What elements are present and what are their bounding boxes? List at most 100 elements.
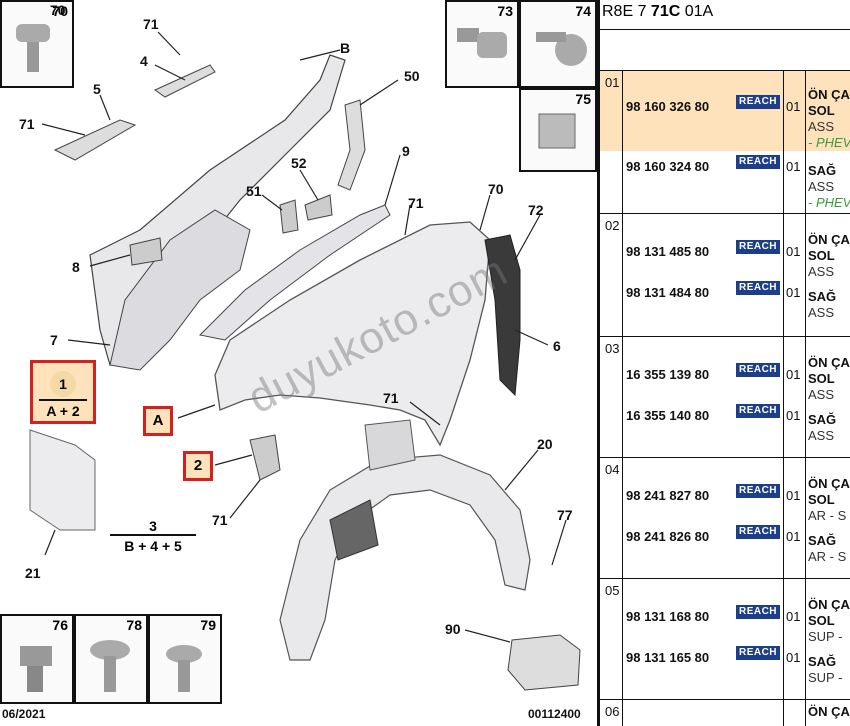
part-row[interactable]: 98 241 827 80 REACH 01 ÖN ÇA SOL AR - S (600, 476, 850, 523)
callout-9: 9 (402, 143, 410, 159)
col-sep (783, 337, 784, 457)
desc-note: - PHEV (808, 135, 850, 150)
apron-lower (109, 209, 251, 371)
desc-line-3: ASS (808, 179, 835, 194)
desc-line-3: ASS (808, 119, 835, 134)
thumb-75: 75 (519, 88, 597, 172)
col-sep (805, 71, 806, 213)
callout-5: 5 (93, 81, 101, 97)
desc-side: SOL (808, 371, 835, 386)
assembly-3-formula: B + 4 + 5 (110, 534, 196, 554)
col-sep (783, 458, 784, 578)
part-number: 98 131 484 80 (626, 285, 710, 300)
group-01[interactable]: 01 98 160 326 80 REACH 01 ÖN ÇA SOL ASS … (600, 71, 850, 214)
part-row[interactable]: 16 355 139 80 REACH 01 ÖN ÇA SOL ASS (600, 355, 850, 402)
reach-badge: REACH (736, 155, 780, 169)
group-02[interactable]: 02 98 131 485 80 REACH 01 ÖN ÇA SOL ASS … (600, 214, 850, 337)
bracket-4 (153, 64, 216, 98)
thumb-70: 70 (0, 0, 74, 88)
plate-21 (29, 429, 96, 531)
assembly-1-box[interactable]: 1 A + 2 (30, 360, 96, 424)
part-row[interactable]: 98 131 484 80 REACH 01 SAĞ ASS (600, 277, 850, 320)
reach-badge: REACH (736, 525, 780, 539)
desc-line-3: AR - S (808, 508, 847, 523)
col-sep (783, 214, 784, 336)
quantity: 01 (786, 488, 801, 503)
col-sep (805, 214, 806, 336)
desc-line-1: ÖN ÇA (808, 232, 850, 247)
desc-line-1: ÖN ÇA (808, 87, 850, 102)
desc-side: SAĞ (808, 163, 837, 178)
group-number: 06 (605, 704, 620, 719)
desc-line-3: ASS (808, 305, 835, 320)
desc-side: SAĞ (808, 533, 837, 548)
group-number: 04 (605, 462, 620, 477)
part-row[interactable]: ÖN ÇA (600, 704, 850, 726)
group-05[interactable]: 05 98 131 168 80 REACH 01 ÖN ÇA SOL SUP … (600, 579, 850, 700)
callout-20: 20 (537, 436, 553, 452)
quantity: 01 (786, 650, 801, 665)
desc-note: - PHEV (808, 195, 850, 210)
part-row[interactable]: 98 131 165 80 REACH 01 SAĞ SUP - (600, 642, 850, 685)
hinge-50 (337, 99, 366, 191)
thumb-73: 73 (445, 0, 519, 88)
screw-70-icon (16, 24, 50, 72)
quantity: 01 (786, 99, 801, 114)
callout-70-b: 70 (488, 181, 504, 197)
clip-75-icon (538, 113, 576, 149)
reach-badge: REACH (736, 605, 780, 619)
thumb-74: 74 (519, 0, 597, 88)
part-number: 98 160 326 80 (626, 99, 710, 114)
callout-77: 77 (557, 507, 573, 523)
group-04[interactable]: 04 98 241 827 80 REACH 01 ÖN ÇA SOL AR -… (600, 458, 850, 579)
callout-71-c: 71 (383, 390, 399, 406)
thumb-76-number: 76 (52, 617, 68, 633)
part-row[interactable]: 98 131 168 80 REACH 01 ÖN ÇA SOL SUP - (600, 597, 850, 644)
col-sep (622, 71, 623, 213)
panel-divider (597, 0, 600, 726)
callout-8: 8 (72, 259, 80, 275)
col-sep (805, 458, 806, 578)
liner-pad (329, 499, 379, 561)
reach-badge: REACH (736, 363, 780, 377)
screw-74-icon (536, 32, 587, 66)
reach-badge: REACH (736, 95, 780, 109)
desc-side: SOL (808, 103, 835, 118)
callout-90: 90 (445, 621, 461, 637)
part-row[interactable]: 16 355 140 80 REACH 01 SAĞ ASS (600, 400, 850, 443)
screw-78-icon (90, 640, 130, 692)
desc-side: SAĞ (808, 412, 837, 427)
upper-rail (198, 204, 391, 341)
part-number: 98 241 826 80 (626, 529, 710, 544)
part-2-box[interactable]: 2 (183, 451, 213, 481)
thumb-79: 79 (148, 614, 222, 704)
screw-79-icon (166, 645, 202, 692)
part-row[interactable]: 98 131 485 80 REACH 01 ÖN ÇA SOL ASS (600, 232, 850, 279)
group-03[interactable]: 03 16 355 139 80 REACH 01 ÖN ÇA SOL ASS … (600, 337, 850, 458)
part-row[interactable]: 98 160 326 80 REACH 01 ÖN ÇA SOL ASS - P… (600, 87, 850, 150)
diagram-ref: 00112400 (528, 707, 581, 721)
group-06[interactable]: 06 ÖN ÇA (600, 700, 850, 726)
callout-71-e: 71 (408, 195, 424, 211)
col-sep (622, 458, 623, 578)
col-sep (783, 579, 784, 699)
desc-line-3: ASS (808, 428, 835, 443)
part-row[interactable]: 98 241 826 80 REACH 01 SAĞ AR - S (600, 521, 850, 564)
diagram-drawing (29, 31, 581, 691)
group-number: 02 (605, 218, 620, 233)
seal-6 (484, 234, 521, 397)
front-fender (214, 221, 491, 447)
callout-71-a: 71 (143, 16, 159, 32)
quantity: 01 (786, 609, 801, 624)
part-number: 16 355 140 80 (626, 408, 710, 423)
quantity: 01 (786, 244, 801, 259)
part-number: 98 160 324 80 (626, 159, 710, 174)
header-prefix: R8E 7 (602, 3, 651, 20)
callout-52: 52 (291, 155, 307, 171)
part-number: 98 131 165 80 (626, 650, 710, 665)
callout-b: B (340, 40, 351, 56)
part-a-box[interactable]: A (143, 406, 173, 436)
reach-badge: REACH (736, 404, 780, 418)
part-row[interactable]: 98 160 324 80 REACH 01 SAĞ ASS - PHEV (600, 151, 850, 210)
quantity: 01 (786, 529, 801, 544)
